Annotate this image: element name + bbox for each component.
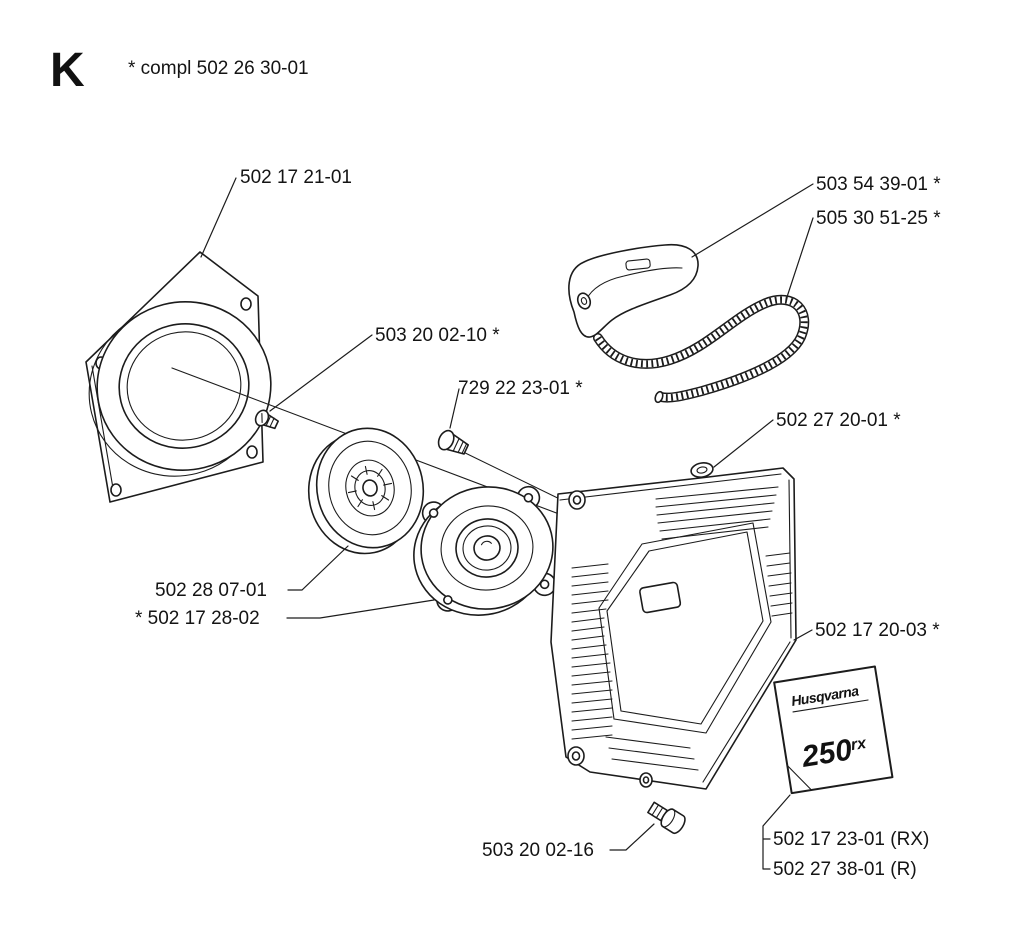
part-label-503-20-02-10: 503 20 02-10 *: [375, 325, 500, 346]
leader-housing-screw: [609, 823, 655, 851]
decal-brand-underline: [792, 699, 869, 713]
part-label-502-17-28-02: * 502 17 28-02: [135, 608, 260, 629]
part-label-503-54-39-01: 503 54 39-01 *: [816, 174, 941, 195]
pulley-bore: [362, 479, 378, 497]
plate-hole: [110, 483, 122, 497]
part-label-502-17-23-01: 502 17 23-01 (RX): [773, 829, 929, 850]
housing-vents-top: [655, 486, 779, 540]
part-label-502-17-21-01: 502 17 21-01: [240, 167, 352, 188]
starter-rope: [593, 294, 810, 404]
compl-note: * compl 502 26 30-01: [128, 58, 309, 79]
rope-braid-pattern: [595, 296, 808, 402]
ring-inner: [118, 323, 250, 449]
decal-corner-fold: [786, 764, 812, 791]
part-label-502-27-20-01: 502 27 20-01 *: [776, 410, 901, 431]
housing-top-rim: [559, 473, 782, 501]
part-label-502-27-38-01: 502 27 38-01 (R): [773, 859, 917, 880]
leader-pulley: [287, 545, 349, 591]
flange-lobe-hole: [443, 595, 453, 605]
screw-503-20-02-16: [647, 801, 686, 835]
section-letter: K: [50, 44, 85, 97]
screw-axis-line: [454, 447, 573, 506]
plug-inner: [696, 466, 708, 474]
housing-lug-hole: [642, 776, 650, 784]
housing-recess-hex: [598, 522, 772, 734]
flange-lobe-hole: [539, 579, 550, 590]
leader-decal-bracket: [762, 794, 791, 870]
flange-boss: [440, 505, 534, 591]
screw-head: [437, 429, 455, 451]
pulley-hub-outer: [345, 459, 395, 517]
decal-model-text: 250rx: [799, 731, 871, 774]
rope-end: [654, 390, 664, 404]
leader-handle: [691, 183, 814, 258]
housing-recess-hex-inner: [606, 531, 764, 725]
flange-bore-shade: [480, 540, 492, 546]
plate-hole: [240, 297, 252, 311]
decal-outline: [773, 665, 894, 795]
leader-housing: [793, 629, 813, 641]
housing-bottomright-rim: [702, 641, 791, 783]
screw-head-face: [660, 808, 676, 828]
starter-pulley: [307, 427, 425, 555]
housing-vents-bottom: [605, 736, 699, 771]
plate-edge-line: [91, 365, 115, 495]
part-label-502-17-20-03: 502 17 20-03 *: [815, 620, 940, 641]
flange-bearing-inner: [462, 525, 512, 571]
housing-vents-left: [571, 563, 613, 740]
leader-rope: [785, 217, 814, 301]
screw-503-20-02-10: [254, 409, 279, 430]
handle-rope-hole: [576, 292, 592, 310]
part-label-505-30-51-25: 505 30 51-25 *: [816, 208, 941, 229]
screw-729-22-23-01: [437, 429, 470, 455]
housing-vents-right: [765, 552, 793, 617]
flange-bore: [473, 535, 501, 561]
starter-cup-flange: [413, 485, 557, 616]
cover-plug-502-27-20-01: [690, 462, 714, 478]
screw-threads: [452, 437, 467, 454]
part-label-503-20-02-16: 503 20 02-16: [482, 840, 594, 861]
leader-flange: [286, 599, 435, 619]
screw-slot: [261, 412, 263, 424]
flange-lobe-hole: [428, 508, 439, 518]
housing-right-rim: [788, 479, 792, 639]
plug-outer: [690, 462, 714, 478]
plate-hole: [246, 445, 258, 459]
handle-contour: [585, 267, 683, 301]
housing-pawl-window: [639, 581, 682, 614]
starter-housing: [550, 467, 797, 790]
fan-housing-plate: [85, 251, 272, 503]
part-label-729-22-23-01: 729 22 23-01 *: [458, 378, 583, 399]
ring-inner-rim: [126, 331, 242, 441]
part-label-502-28-07-01: 502 28 07-01: [155, 580, 267, 601]
leader-plug: [713, 419, 774, 468]
leader-fan-housing: [200, 177, 237, 258]
leader-pulley-screw: [269, 334, 373, 412]
handle-rope-hole-inner: [580, 297, 588, 305]
pulley-serration: [347, 465, 393, 511]
leader-flange-screw: [449, 388, 460, 429]
model-decal: Husqvarna 250rx: [773, 665, 894, 795]
starter-handle: [568, 243, 699, 338]
housing-lug-hole: [571, 751, 581, 761]
screw-threads: [265, 415, 275, 428]
flange-lobe-hole: [523, 492, 534, 503]
handle-top-detail: [625, 258, 651, 271]
rope-core: [594, 296, 808, 402]
housing-lug-hole: [572, 495, 582, 505]
handle-body: [568, 243, 699, 338]
